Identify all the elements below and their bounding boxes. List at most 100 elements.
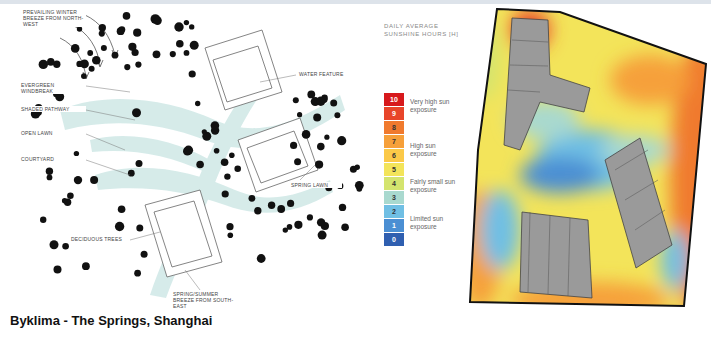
tree-dot [249, 195, 256, 202]
tree-dot [133, 29, 141, 37]
tree-dot [153, 16, 162, 25]
tree-dot [40, 217, 46, 223]
plan-label: EVERGREEN WINDBREAK [20, 82, 86, 94]
tree-dot [74, 176, 82, 184]
exposure-note: Limited sun exposure [410, 215, 462, 230]
tree-dot [67, 193, 74, 200]
color-swatch: 0 [384, 233, 404, 246]
plan-label: COURTYARD [20, 156, 86, 162]
color-swatch: 1 [384, 219, 404, 232]
tree-dot [50, 240, 59, 249]
breeze-note: PREVAILING WINTER BREEZE FROM NORTH-WEST [22, 9, 86, 27]
plan-label: OPEN LAWN [20, 130, 86, 136]
tree-dot [87, 50, 93, 56]
tree-dot [136, 160, 143, 167]
tree-dot [229, 153, 235, 159]
tree-dot [90, 176, 98, 184]
exposure-note: Very high sun exposure [410, 98, 462, 113]
tree-dot [324, 135, 329, 140]
scale-value: 4 [392, 180, 396, 188]
tree-dot [82, 262, 90, 270]
plan-label: SPRING LAWN [290, 182, 342, 188]
tree-dot [234, 165, 241, 172]
tree-dot [124, 64, 130, 70]
tree-dot [293, 97, 299, 103]
scale-value: 3 [392, 194, 396, 202]
tree-dots [31, 12, 364, 277]
tree-dot [222, 190, 229, 197]
tree-dot [268, 202, 275, 209]
building-block [504, 18, 672, 298]
scale-value: 8 [392, 124, 396, 132]
tree-dot [290, 142, 297, 149]
tree-dot [117, 27, 125, 35]
tree-dot [254, 207, 261, 214]
tree-dot [153, 50, 161, 58]
tree-dot [135, 62, 141, 68]
tree-dot [277, 205, 285, 213]
color-swatch: 6 [384, 149, 404, 162]
tree-dot [118, 206, 126, 214]
tree-dot [176, 40, 184, 48]
scale-value: 7 [392, 138, 396, 146]
scale-value: 0 [392, 236, 396, 244]
tree-dot [39, 60, 48, 69]
tree-dot [47, 175, 53, 181]
scale-value: 10 [390, 96, 398, 104]
tree-dot [307, 214, 313, 220]
scale-value: 9 [392, 110, 396, 118]
color-swatch: 5 [384, 163, 404, 176]
color-swatch: 7 [384, 135, 404, 148]
tree-dot [313, 114, 321, 122]
tree-dot [92, 56, 101, 65]
wind-flow [60, 85, 345, 298]
tree-dot [81, 73, 87, 79]
plan-label: SHADED PATHWAY [20, 106, 86, 112]
tree-dot [297, 112, 302, 117]
exposure-note: Fairly small sun exposure [410, 178, 462, 193]
tree-dot [123, 12, 131, 20]
tree-dot [170, 51, 176, 57]
tree-dot [211, 121, 220, 130]
tree-dot [47, 58, 55, 66]
tree-dot [46, 168, 53, 175]
tree-dot [71, 44, 80, 53]
tree-dot [76, 61, 82, 67]
figure-caption: Byklima - The Springs, Shanghai [10, 313, 212, 329]
tree-dot [317, 218, 325, 226]
tree-dot [341, 223, 349, 231]
tree-dot [174, 22, 183, 31]
legend-title: DAILY AVERAGE SUNSHINE HOURS [H] [384, 22, 474, 38]
tree-dot [214, 148, 220, 154]
color-swatch: 9 [384, 107, 404, 120]
tree-dot [317, 143, 325, 151]
tree-dot [224, 173, 230, 179]
plan-label: DECIDUOUS TREES [70, 236, 130, 242]
tree-dot [302, 130, 311, 139]
tree-dot [294, 221, 302, 229]
scale-value: 5 [392, 166, 396, 174]
tree-dot [62, 243, 69, 250]
scale-value: 6 [392, 152, 396, 160]
tree-dot [141, 251, 148, 258]
tree-dot [287, 224, 293, 230]
site-boundary [470, 9, 706, 306]
color-swatch: 10 [384, 93, 404, 106]
tree-dot [99, 24, 106, 31]
tree-dot [257, 254, 266, 263]
tree-dot [355, 165, 360, 170]
tree-dot [136, 224, 143, 231]
tree-dot [184, 50, 190, 56]
tree-dot [89, 66, 95, 72]
tree-dot [190, 41, 199, 50]
breeze-note: SPRING/SUMMER BREEZE FROM SOUTH-EAST [172, 291, 238, 309]
tree-dot [195, 101, 200, 106]
tree-dot [287, 200, 294, 207]
tree-dot [54, 266, 62, 274]
tree-dot [228, 233, 234, 239]
top-strip [0, 0, 711, 4]
tree-dot [184, 146, 193, 155]
tree-dot [189, 24, 194, 29]
building-outline [145, 30, 318, 277]
